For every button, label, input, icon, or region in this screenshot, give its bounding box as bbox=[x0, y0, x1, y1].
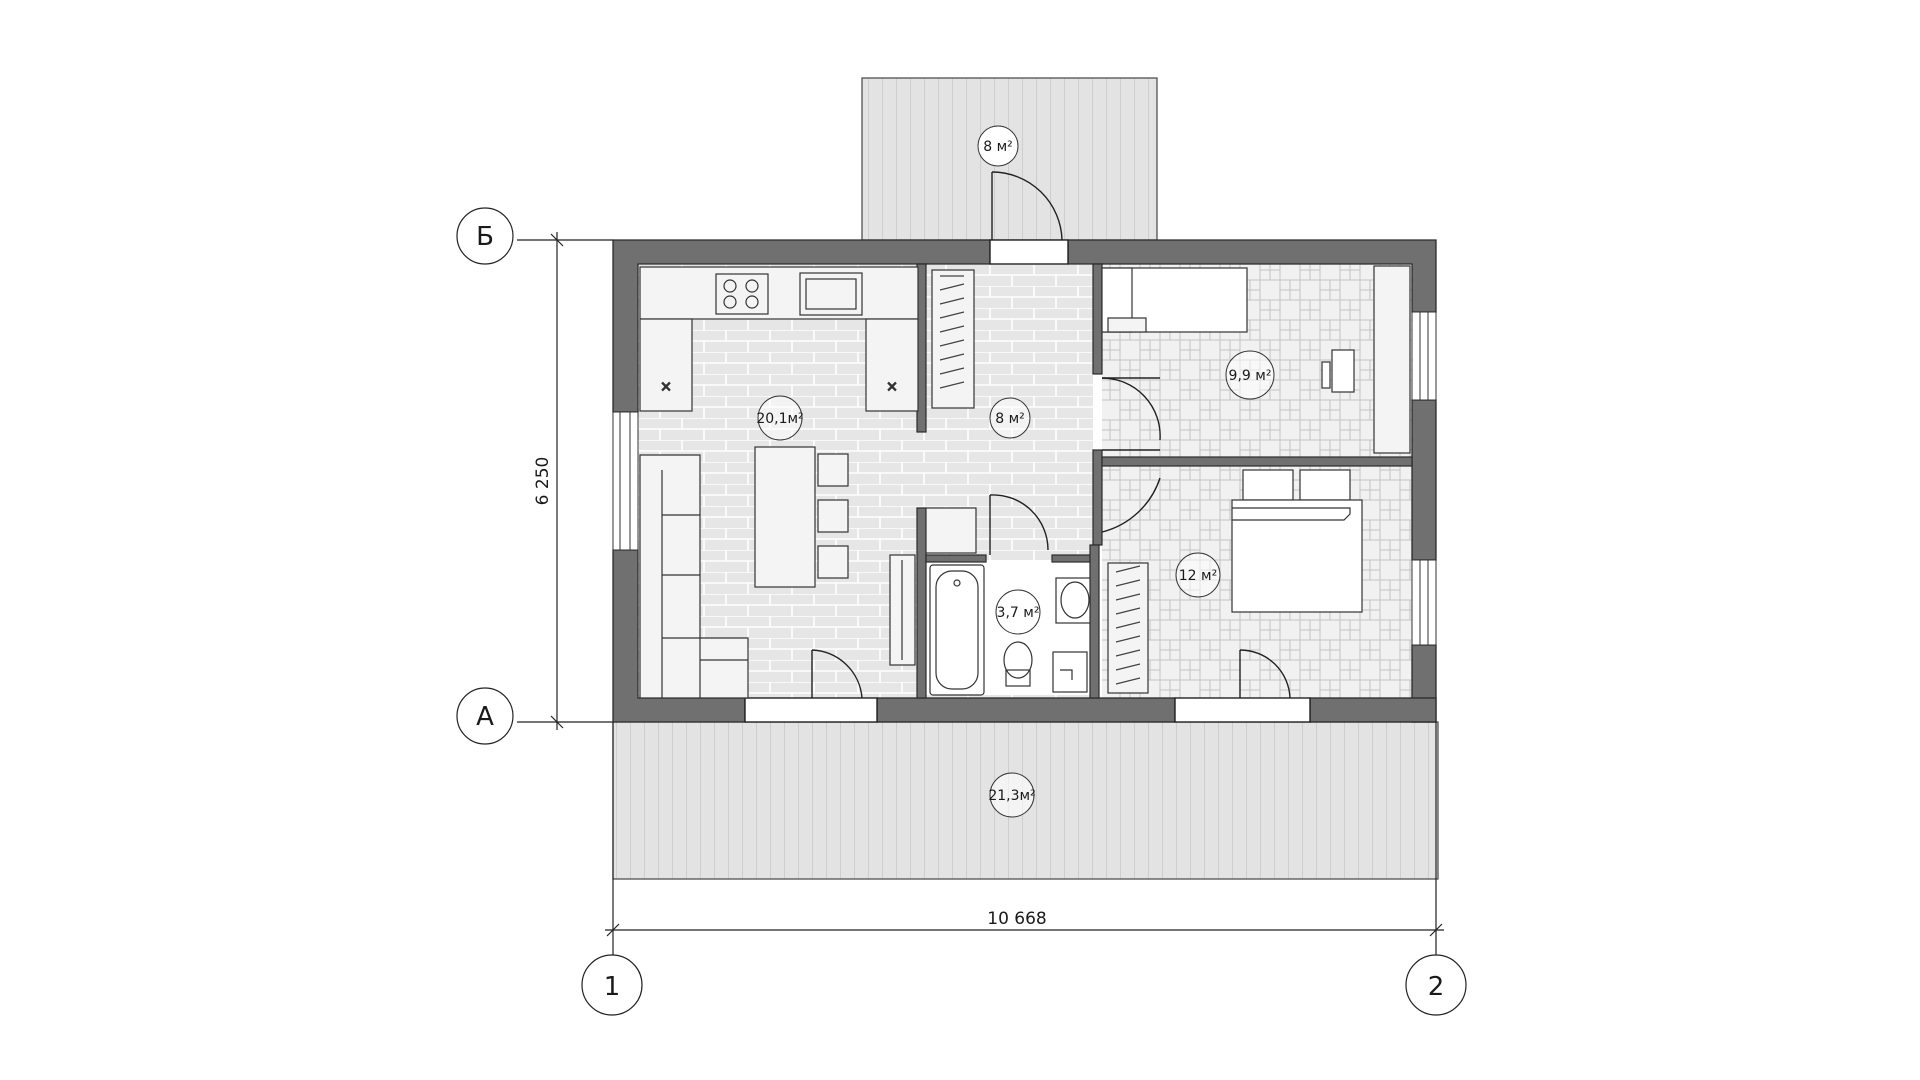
terrace-bottom-area: 21,3м² bbox=[988, 788, 1035, 804]
bedroom-small-area: 9,9 м² bbox=[1229, 368, 1272, 384]
axis-b-label: Б bbox=[476, 222, 494, 252]
svg-text:×: × bbox=[660, 379, 672, 395]
living-furniture bbox=[639, 446, 849, 699]
bathroom-area: 3,7 м² bbox=[997, 605, 1040, 621]
wardrobes bbox=[889, 265, 1411, 694]
axis-1-label: 1 bbox=[604, 972, 621, 1002]
bathroom-fixtures bbox=[929, 564, 1091, 696]
interior-walls bbox=[916, 263, 1413, 699]
room-labels: 8 м² 20,1м² 8 м² 9,9 м² 12 м² 3,7 м² 21,… bbox=[756, 125, 1275, 818]
bedroom-large-area: 12 м² bbox=[1179, 568, 1217, 584]
axis-a-label: А bbox=[476, 702, 494, 732]
terrace-top-area: 8 м² bbox=[983, 139, 1013, 155]
axes-and-dimensions bbox=[456, 207, 1467, 1016]
bedroom-furniture bbox=[1101, 267, 1363, 613]
width-dimension: 10 668 bbox=[987, 909, 1046, 929]
height-dimension: 6 250 bbox=[533, 457, 553, 506]
kitchen-living-area: 20,1м² bbox=[756, 411, 803, 427]
axis-2-label: 2 bbox=[1428, 972, 1445, 1002]
doors bbox=[744, 171, 1311, 723]
kitchen-set: × × bbox=[639, 266, 919, 412]
windows bbox=[612, 311, 1437, 646]
hall-area: 8 м² bbox=[995, 411, 1025, 427]
svg-text:×: × bbox=[886, 379, 898, 395]
